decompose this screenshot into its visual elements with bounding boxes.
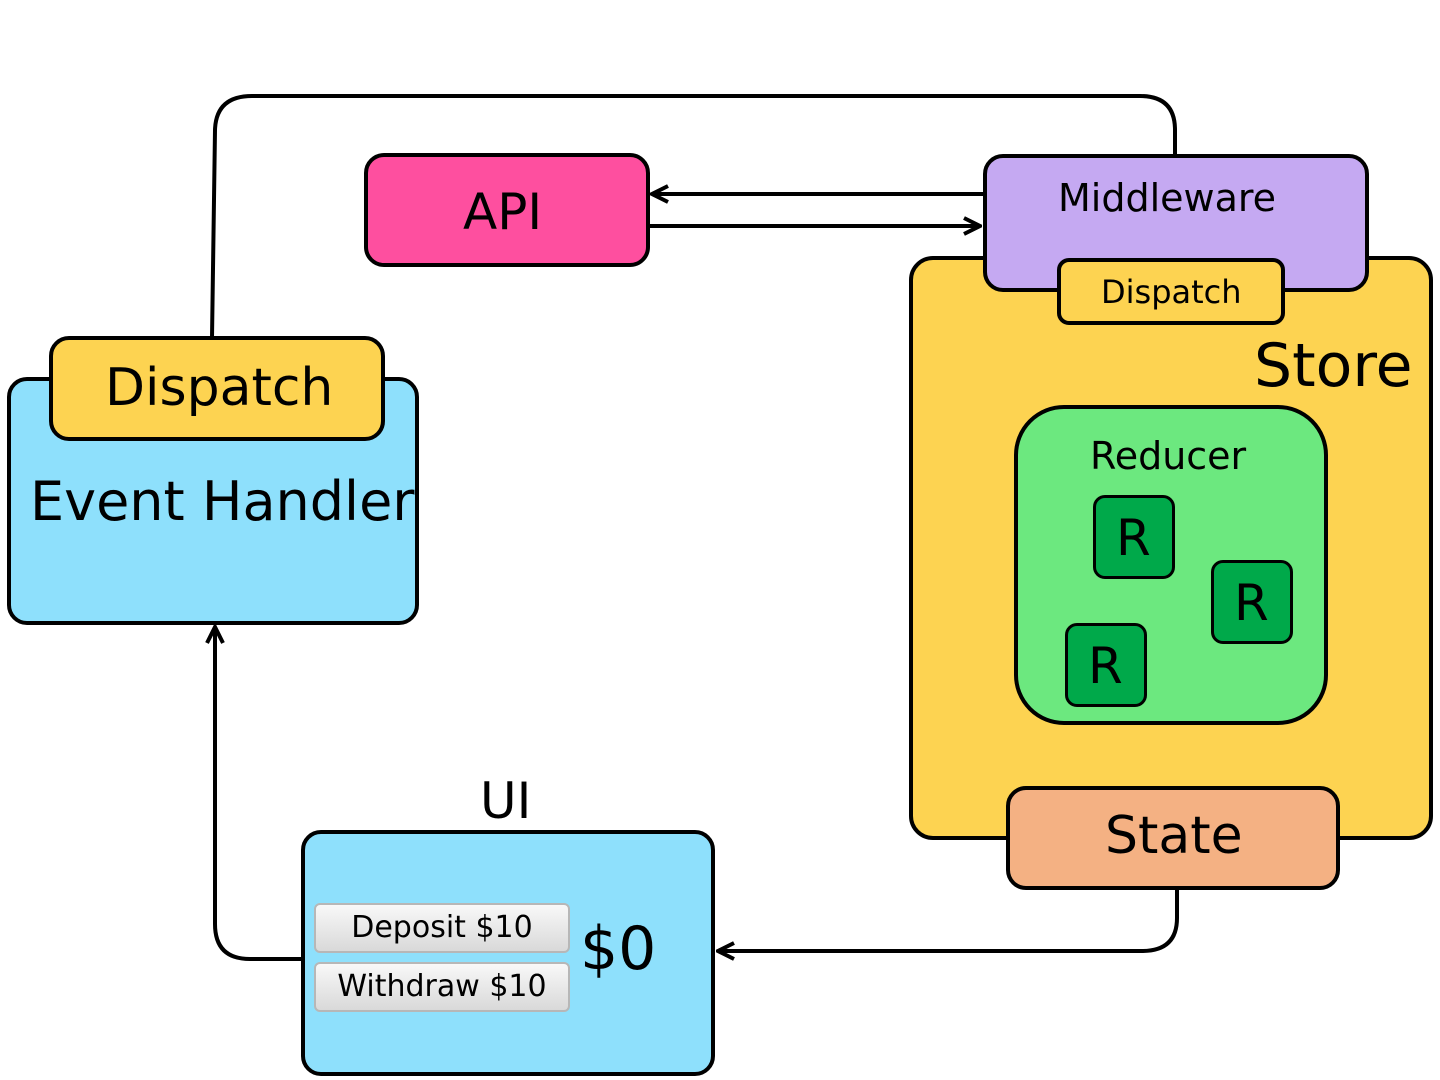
event-handler-label: Event Handler bbox=[30, 470, 415, 533]
api-box bbox=[364, 153, 650, 267]
ui-title: UI bbox=[480, 772, 532, 830]
reducer-label: Reducer bbox=[1090, 434, 1247, 478]
middleware-label: Middleware bbox=[1058, 176, 1277, 220]
state-label: State bbox=[1105, 806, 1243, 866]
sub-reducer-box bbox=[1065, 623, 1147, 707]
sub-reducer-box bbox=[1211, 560, 1293, 644]
ui-box bbox=[301, 830, 715, 1076]
withdraw-button[interactable]: Withdraw $10 bbox=[314, 962, 570, 1012]
event-dispatch-box bbox=[49, 336, 385, 441]
sub-reducer-label: R bbox=[1088, 637, 1123, 695]
api-label: API bbox=[463, 183, 543, 241]
state-to-ui-arrow bbox=[718, 890, 1179, 951]
state-box bbox=[1006, 786, 1340, 890]
deposit-button[interactable]: Deposit $10 bbox=[314, 903, 570, 953]
sub-reducer-label: R bbox=[1116, 509, 1151, 567]
store-dispatch-label: Dispatch bbox=[1101, 273, 1242, 311]
event-dispatch-label: Dispatch bbox=[105, 358, 334, 418]
sub-reducer-box bbox=[1093, 495, 1175, 579]
store-dispatch-box bbox=[1057, 258, 1285, 325]
dispatch-to-middleware-line bbox=[210, 94, 1177, 339]
ui-to-event-handler-arrow bbox=[215, 627, 302, 961]
sub-reducer-label: R bbox=[1234, 574, 1269, 632]
store-label: Store bbox=[1254, 331, 1413, 401]
balance-display: $0 bbox=[580, 914, 657, 984]
